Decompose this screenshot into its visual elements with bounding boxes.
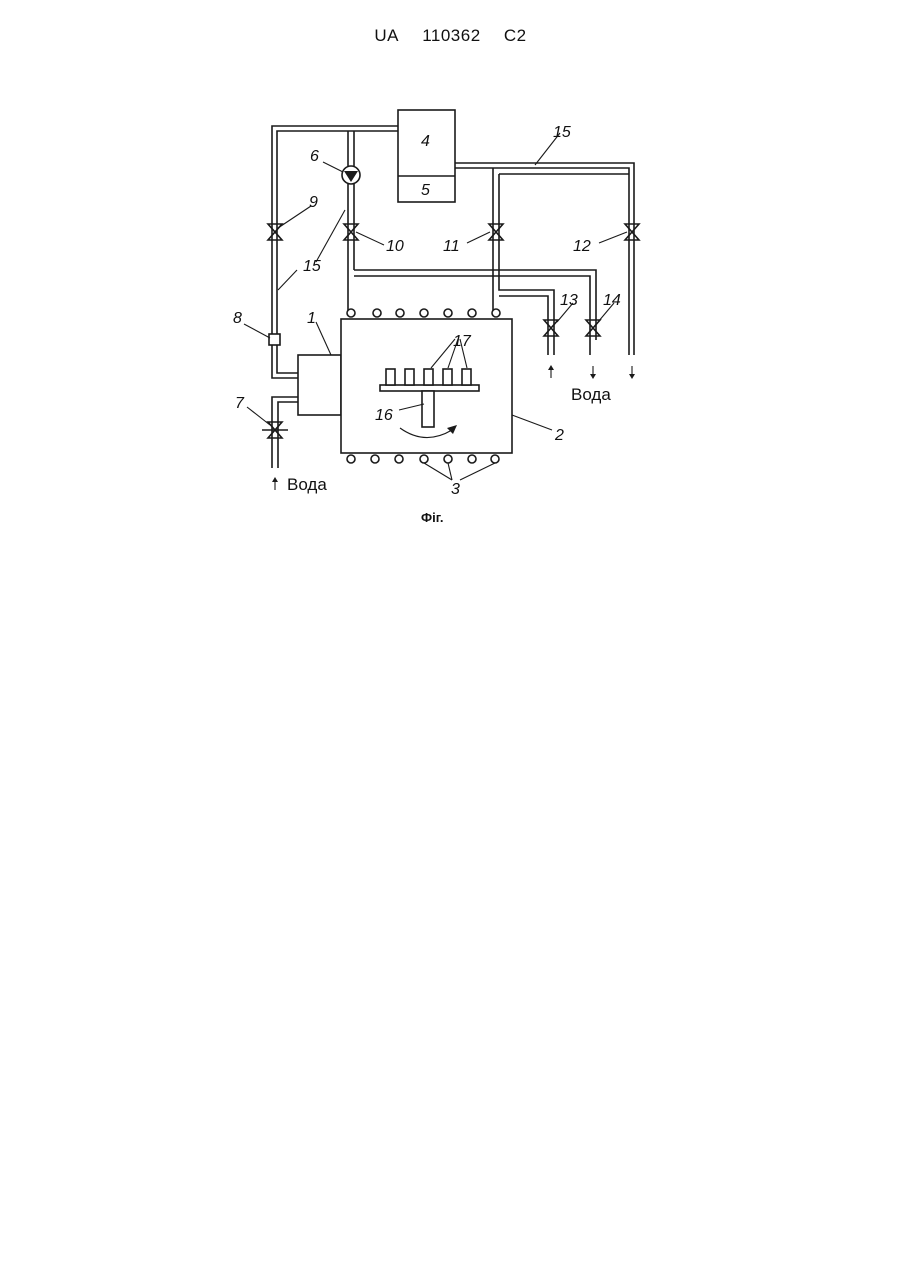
water-label-right: Вода [571,385,611,404]
valve-icon-7 [262,422,288,438]
label-15-top: 15 [553,124,571,141]
label-8: 8 [233,310,242,327]
figure-caption: Фіг. [421,510,443,525]
label-6: 6 [310,148,319,165]
water-label-left: Вода [287,475,327,494]
label-12: 12 [573,238,591,255]
label-14: 14 [603,292,621,309]
label-1: 1 [307,310,316,327]
valve-icon-10 [344,224,358,240]
label-3: 3 [451,481,460,498]
valve-icon-13 [544,320,558,336]
label-11: 11 [443,238,460,255]
valve-icon-14 [586,320,600,336]
label-10: 10 [386,238,404,255]
label-5: 5 [421,182,430,199]
valve-icon-12 [625,224,639,240]
label-7: 7 [235,395,245,412]
label-15-left: 15 [303,258,321,275]
label-16: 16 [375,407,393,424]
label-4: 4 [421,133,430,150]
label-2: 2 [554,427,564,444]
valve-icon-11 [489,224,503,240]
heater-row-bottom [347,455,499,463]
label-13: 13 [560,292,578,309]
patent-figure: 4 5 6 9 10 11 12 13 14 15 15 8 1 17 16 2… [0,0,901,560]
pump-icon [342,166,360,184]
unit-1 [298,355,341,415]
element-8 [269,334,280,345]
label-9: 9 [309,194,318,211]
heater-row-top [347,309,500,317]
label-17: 17 [453,333,472,350]
